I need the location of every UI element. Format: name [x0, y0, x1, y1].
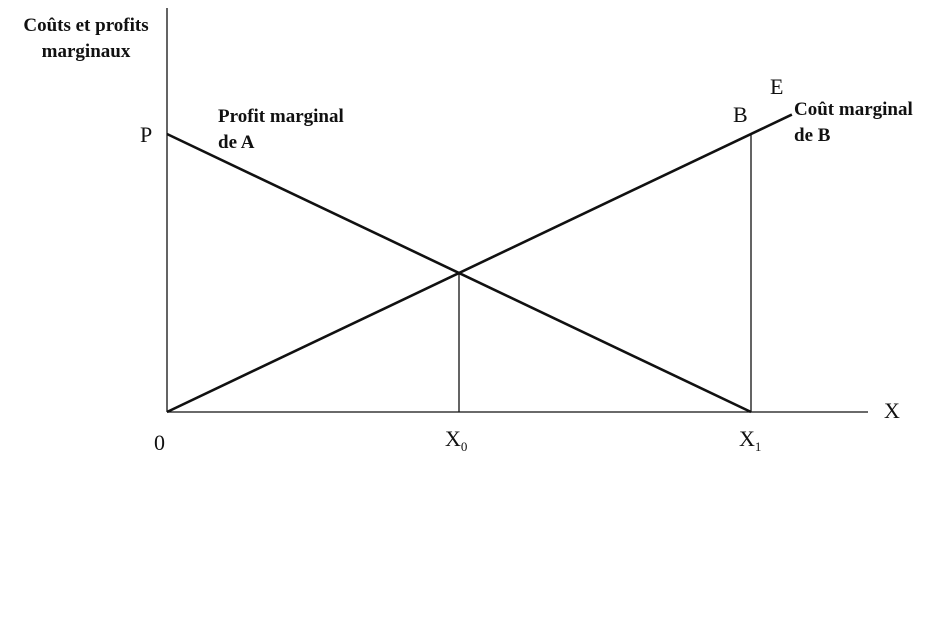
y-axis-label-line-1: Coûts et profits	[23, 15, 148, 36]
cout-marginal-b-line	[166, 113, 793, 414]
origin-label: 0	[154, 430, 165, 455]
x1-tick-sub: 1	[755, 439, 762, 454]
series-a-label-line-2: de A	[218, 132, 255, 153]
x0-tick-label: X0	[445, 426, 467, 454]
e-point-label: E	[770, 74, 783, 99]
y-axis-label-line-2: marginaux	[42, 41, 131, 62]
x1-tick-label: X1	[739, 426, 761, 454]
b-point-label: B	[733, 102, 748, 127]
series-a-label-line-1: Profit marginal	[218, 106, 344, 127]
p-label: P	[140, 122, 152, 147]
x1-tick-base: X	[739, 426, 755, 451]
series-b-label-line-1: Coût marginal	[794, 99, 913, 120]
series-b-label-line-2: de B	[794, 125, 831, 146]
x0-tick-sub: 0	[461, 439, 468, 454]
x-axis-label: X	[884, 398, 900, 423]
x0-tick-base: X	[445, 426, 461, 451]
